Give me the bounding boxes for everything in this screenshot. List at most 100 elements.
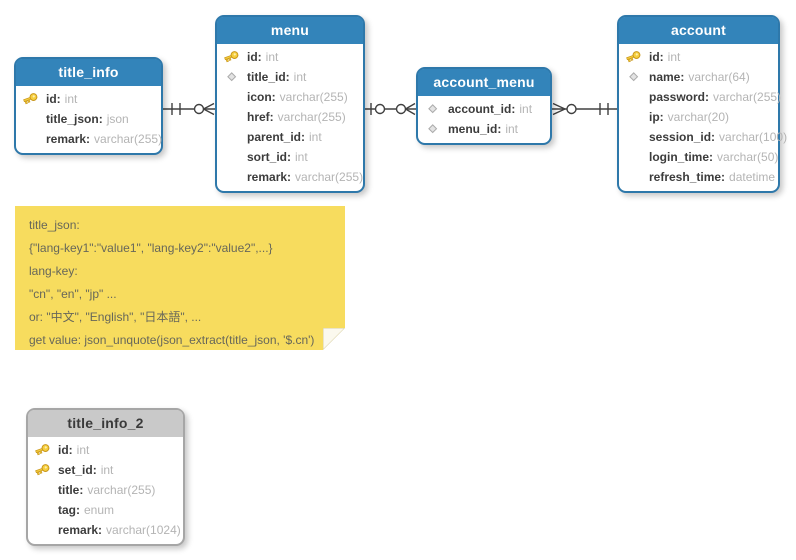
field-type: varchar(255)	[87, 483, 156, 497]
entity-field-list: idint title_jsonjson remark varchar(255)	[16, 86, 163, 153]
entity-title[interactable]: account_menu	[418, 69, 550, 96]
field-name: remark	[58, 523, 102, 537]
field-name: title	[58, 483, 83, 497]
field-type: json	[106, 112, 129, 126]
field-row[interactable]: login_time varchar(50)	[619, 147, 778, 167]
field-type: varchar(255)	[713, 90, 782, 104]
field-name: id	[649, 50, 664, 64]
field-name: ip	[649, 110, 664, 124]
entity-account_menu[interactable]: account_menu account_idint menu_idint	[416, 67, 552, 145]
field-type: varchar(255)	[94, 132, 163, 146]
field-row[interactable]: idint	[16, 89, 161, 109]
field-name: name	[649, 70, 684, 84]
field-type: int	[505, 122, 519, 136]
entity-title_info_2[interactable]: title_info_2 idint set_idint titlevarcha…	[26, 408, 185, 546]
entity-field-list: idint title_idint iconvarchar(255) hrefv…	[217, 44, 363, 191]
field-row[interactable]: title_idint	[217, 67, 363, 87]
field-row[interactable]: title varchar(255)	[28, 480, 183, 500]
field-type: varchar(50)	[717, 150, 779, 164]
field-type: varchar(255)	[279, 90, 348, 104]
field-row[interactable]: menu_id int	[418, 119, 550, 139]
field-row[interactable]: ipvarchar(20)	[619, 107, 778, 127]
field-name: password	[649, 90, 709, 104]
entity-title[interactable]: title_info	[16, 59, 161, 86]
field-name: href	[247, 110, 274, 124]
field-type: enum	[84, 503, 115, 517]
field-type: int	[309, 130, 322, 144]
note-text-line: get value: json_unquote(json_extract(tit…	[29, 333, 315, 347]
field-row[interactable]: idint	[217, 47, 363, 67]
field-name: refresh_time	[649, 170, 725, 184]
field-type: int	[293, 70, 307, 84]
field-name: remark	[247, 170, 291, 184]
index-icon	[626, 70, 642, 84]
primary-key-icon	[626, 50, 642, 64]
field-type: int	[667, 50, 681, 64]
field-row[interactable]: iconvarchar(255)	[217, 87, 363, 107]
field-name: login_time	[649, 150, 713, 164]
field-name: id	[58, 443, 73, 457]
sticky-note[interactable]: title_json: {"lang-key1":"value1", "lang…	[15, 206, 345, 350]
field-name: tag	[58, 503, 80, 517]
field-type: varchar(255)	[277, 110, 346, 124]
field-name: icon	[247, 90, 276, 104]
note-text-line: title_json:	[29, 218, 80, 232]
field-type: varchar(1024)	[106, 523, 181, 537]
field-type: varchar(255)	[295, 170, 364, 184]
field-name: title_json	[46, 112, 103, 126]
field-row[interactable]: title_jsonjson	[16, 109, 161, 129]
field-type: int	[519, 102, 533, 116]
index-icon	[224, 70, 240, 84]
field-name: set_id	[58, 463, 97, 477]
entity-menu[interactable]: menu idint title_idint iconvarchar(255) …	[215, 15, 365, 193]
note-text-line: "cn", "en", "jp" ...	[29, 287, 117, 301]
field-row[interactable]: password varchar(255)	[619, 87, 782, 107]
field-row[interactable]: remark varchar(1024)	[28, 520, 183, 540]
field-row[interactable]: session_idvarchar(100)	[619, 127, 787, 147]
index-icon	[425, 122, 441, 136]
field-name: sort_id	[247, 150, 291, 164]
primary-key-icon	[224, 50, 240, 64]
field-type: int	[265, 50, 279, 64]
entity-account[interactable]: account idint name varchar(64) password va…	[617, 15, 787, 193]
field-name: id	[46, 92, 61, 106]
field-row[interactable]: name varchar(64)	[619, 67, 778, 87]
field-row[interactable]: tagenum	[28, 500, 183, 520]
entity-field-list: account_idint menu_idint	[418, 96, 550, 143]
field-row[interactable]: account_id int	[418, 99, 550, 119]
field-row[interactable]: sort_id int	[217, 147, 363, 167]
field-name: menu_id	[448, 122, 501, 136]
field-row[interactable]: remark varchar(255)	[217, 167, 363, 187]
field-name: parent_id	[247, 130, 305, 144]
index-icon	[425, 102, 441, 116]
note-text-line: or: "中文", "English", "日本語", ...	[29, 310, 202, 324]
field-row[interactable]: set_idint	[28, 460, 183, 480]
entity-title[interactable]: title_info_2	[28, 410, 183, 437]
entity-title[interactable]: account	[619, 17, 778, 44]
field-row[interactable]: refresh_time datetime	[619, 167, 778, 187]
field-name: account_id	[448, 102, 515, 116]
relationship-menu-account_menu[interactable]	[365, 102, 416, 116]
field-type: datetime	[729, 170, 776, 184]
note-text-line: lang-key:	[29, 264, 78, 278]
field-type: int	[64, 92, 78, 106]
field-type: int	[100, 463, 114, 477]
field-type: int	[295, 150, 308, 164]
entity-title[interactable]: menu	[217, 17, 363, 44]
field-row[interactable]: parent_id int	[217, 127, 363, 147]
primary-key-icon	[35, 443, 51, 457]
field-row[interactable]: remark varchar(255)	[16, 129, 163, 149]
primary-key-icon	[35, 463, 51, 477]
field-row[interactable]: idint	[28, 440, 183, 460]
entity-field-list: idint set_idint titlevarchar(255) tagenu…	[28, 437, 183, 544]
relationship-account_menu-account[interactable]	[552, 102, 617, 116]
field-row[interactable]: idint	[619, 47, 778, 67]
relationship-title_info-menu[interactable]	[163, 102, 215, 116]
field-name: id	[247, 50, 262, 64]
field-row[interactable]: hrefvarchar(255)	[217, 107, 363, 127]
entity-title_info[interactable]: title_info idint title_jsonjson remark va…	[14, 57, 163, 155]
field-type: varchar(64)	[688, 70, 750, 84]
field-name: remark	[46, 132, 90, 146]
